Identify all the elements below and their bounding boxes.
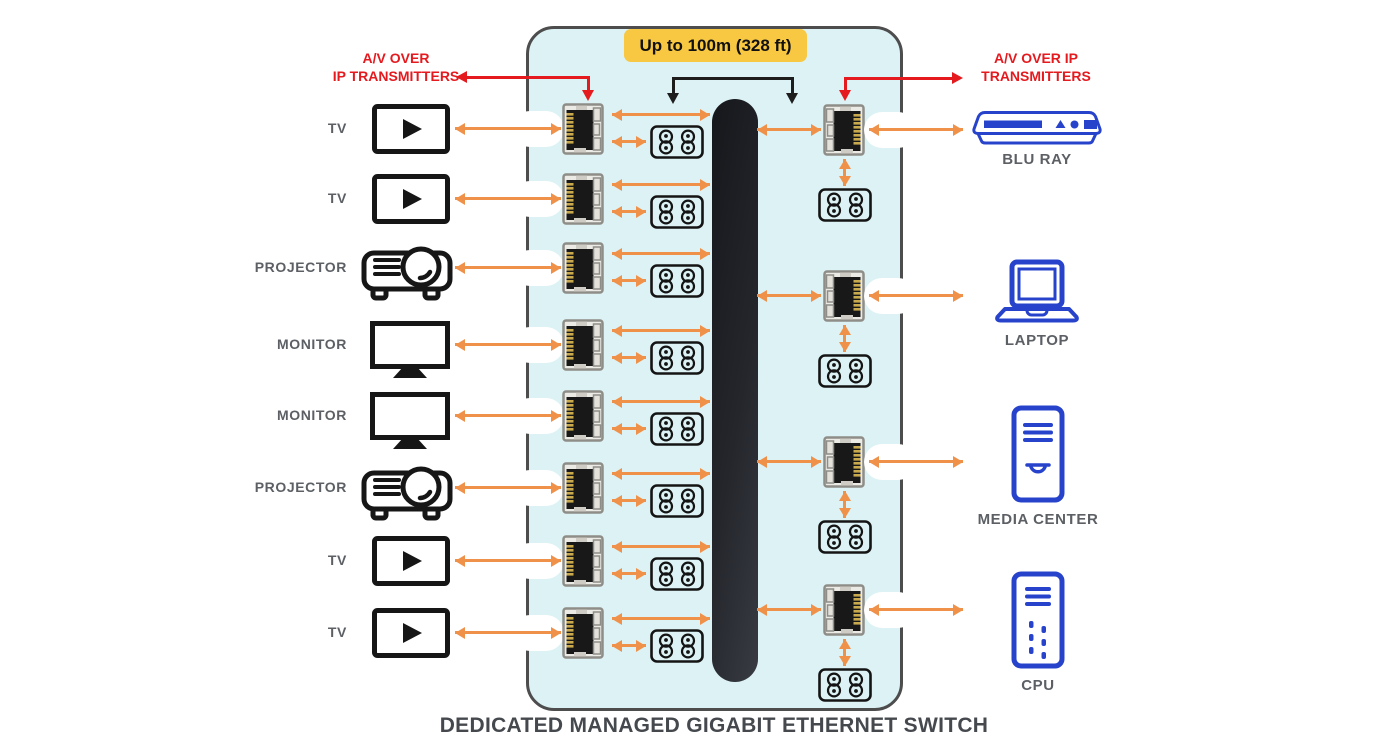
bracket-line — [791, 77, 794, 95]
device-label: TV — [327, 552, 347, 568]
diagram-title: DEDICATED MANAGED GIGABIT ETHERNET SWITC… — [439, 714, 989, 737]
power-arrow — [612, 494, 646, 507]
bracket-arrowhead — [667, 93, 679, 104]
bracket-arrowhead — [786, 93, 798, 104]
device-label: MEDIA CENTER — [977, 511, 1099, 528]
signal-arrow — [455, 122, 561, 135]
ethernet-arrow — [757, 123, 821, 136]
label-line: IP TRANSMITTERS — [332, 67, 460, 84]
red-arrowhead — [456, 71, 467, 83]
left-device-row: TV — [0, 163, 1400, 235]
device-label: MONITOR — [276, 336, 347, 352]
signal-arrow — [455, 409, 561, 422]
power-arrow — [838, 639, 851, 666]
power-outlet-icon — [818, 668, 872, 702]
power-arrow — [838, 325, 851, 352]
device-label: TV — [327, 120, 347, 136]
device-label: TV — [327, 624, 347, 640]
ethernet-switch-bar — [712, 99, 758, 682]
signal-arrow — [455, 554, 561, 567]
cpu-icon — [1011, 571, 1065, 669]
power-outlet-icon — [818, 520, 872, 554]
bluray-icon — [970, 110, 1104, 146]
power-arrow — [612, 274, 646, 287]
signal-arrow — [869, 455, 963, 468]
label-line: A/V OVER IP — [993, 50, 1079, 66]
laptop-icon — [993, 259, 1081, 325]
power-arrow — [612, 205, 646, 218]
power-arrow — [612, 639, 646, 652]
power-outlet-icon — [650, 341, 704, 375]
left-device-row: TV — [0, 93, 1400, 165]
red-line — [465, 76, 589, 79]
ethernet-arrow — [612, 612, 710, 625]
tv-icon — [372, 174, 450, 224]
right-device-row — [0, 574, 1400, 646]
rj45-port-icon — [823, 584, 865, 636]
bracket-line — [672, 77, 675, 95]
power-arrow — [838, 491, 851, 518]
signal-arrow — [869, 603, 963, 616]
ethernet-arrow — [612, 247, 710, 260]
left-device-row: TV — [0, 597, 1400, 669]
rj45-port-icon — [823, 104, 865, 156]
power-outlet-icon — [818, 188, 872, 222]
left-device-row: TV — [0, 525, 1400, 597]
red-arrowhead — [839, 90, 851, 101]
power-arrow — [612, 567, 646, 580]
device-label: CPU — [1021, 677, 1055, 694]
ethernet-arrow — [612, 108, 710, 121]
label-line: TRANSMITTERS — [981, 67, 1091, 84]
device-label: BLU RAY — [1002, 151, 1072, 168]
signal-arrow — [455, 192, 561, 205]
distance-badge: Up to 100m (328 ft) — [624, 29, 807, 62]
ethernet-arrow — [612, 324, 710, 337]
left-device-row: MONITOR — [0, 309, 1400, 381]
right-device-row — [0, 94, 1400, 166]
ethernet-arrow — [612, 540, 710, 553]
left-device-row: PROJECTOR — [0, 232, 1400, 304]
device-label: PROJECTOR — [254, 259, 347, 275]
power-arrow — [838, 159, 851, 186]
power-arrow — [612, 351, 646, 364]
device-label: MONITOR — [276, 407, 347, 423]
bracket-line — [672, 77, 794, 80]
label-line: A/V OVER — [362, 50, 430, 66]
power-outlet-icon — [818, 354, 872, 388]
power-arrow — [612, 135, 646, 148]
ethernet-arrow — [757, 455, 821, 468]
power-arrow — [612, 422, 646, 435]
left-device-row: PROJECTOR — [0, 452, 1400, 524]
device-label: PROJECTOR — [254, 479, 347, 495]
red-line — [844, 77, 847, 92]
ethernet-arrow — [612, 395, 710, 408]
right-device-row — [0, 260, 1400, 332]
device-label: LAPTOP — [1004, 332, 1070, 349]
ethernet-arrow — [757, 603, 821, 616]
red-arrowhead — [582, 90, 594, 101]
device-label: TV — [327, 190, 347, 206]
rj45-port-icon — [823, 436, 865, 488]
rj45-port-icon — [562, 173, 604, 225]
ethernet-arrow — [612, 178, 710, 191]
signal-arrow — [455, 338, 561, 351]
power-outlet-icon — [650, 195, 704, 229]
red-line — [587, 76, 590, 92]
rj45-port-icon — [823, 270, 865, 322]
ethernet-arrow — [757, 289, 821, 302]
signal-arrow — [869, 289, 963, 302]
signal-arrow — [869, 123, 963, 136]
left-transmitters-label: A/V OVER IP TRANSMITTERS — [321, 50, 471, 85]
media-center-icon — [1011, 405, 1065, 503]
right-transmitters-label: A/V OVER IP TRANSMITTERS — [961, 50, 1111, 85]
signal-arrow — [455, 481, 561, 494]
left-device-row: MONITOR — [0, 380, 1400, 452]
right-device-row — [0, 426, 1400, 498]
red-arrowhead — [952, 72, 963, 84]
ethernet-arrow — [612, 467, 710, 480]
signal-arrow — [455, 626, 561, 639]
red-line — [844, 77, 954, 80]
signal-arrow — [455, 261, 561, 274]
